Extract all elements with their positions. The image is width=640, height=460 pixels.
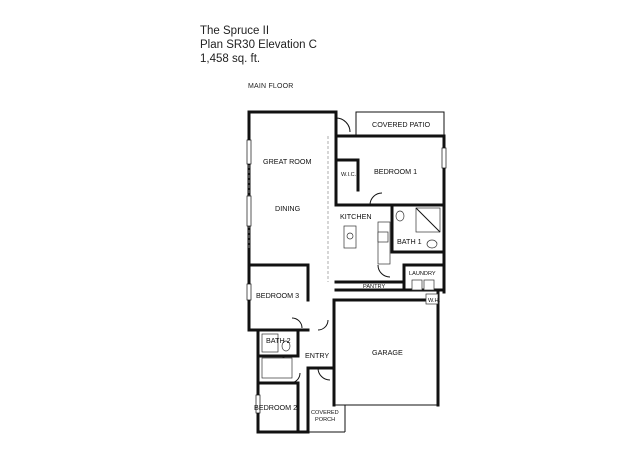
pantry-label: PANTRY <box>363 284 385 290</box>
wh-label: W.H. <box>428 298 441 304</box>
plan-area: 1,458 sq. ft. <box>200 53 261 65</box>
bath2-label: BATH 2 <box>266 336 291 345</box>
bedroom3-label: BEDROOM 3 <box>256 291 299 300</box>
room-labels: COVERED PATIO GREAT ROOM W.I.C. BEDROOM … <box>254 120 441 423</box>
exterior-walls <box>247 110 446 434</box>
bedroom2-label: BEDROOM 2 <box>254 403 297 412</box>
bath1-label: BATH 1 <box>397 237 422 246</box>
doors <box>277 117 391 384</box>
plan-header: The Spruce II Plan SR30 Elevation C 1,45… <box>200 24 317 66</box>
wic-label: W.I.C. <box>341 172 357 178</box>
entry-label: ENTRY <box>305 351 329 360</box>
laundry-label: LAUNDRY <box>409 271 436 277</box>
covered-patio-label: COVERED PATIO <box>372 120 430 129</box>
plan-elevation: Plan SR30 Elevation C <box>200 39 317 51</box>
covered-porch-label-line2: PORCH <box>315 417 335 423</box>
bedroom1-label: BEDROOM 1 <box>374 167 417 176</box>
covered-porch-label-line1: COVERED <box>311 410 339 416</box>
kitchen-label: KITCHEN <box>340 212 372 221</box>
fixtures <box>261 207 441 379</box>
plan-name: The Spruce II <box>200 25 270 37</box>
dining-label: DINING <box>275 204 301 213</box>
floor-label: MAIN FLOOR <box>248 83 294 90</box>
windows <box>246 139 447 414</box>
garage-label: GARAGE <box>372 348 403 357</box>
great-room-label: GREAT ROOM <box>263 157 311 166</box>
interior-walls <box>247 134 446 434</box>
